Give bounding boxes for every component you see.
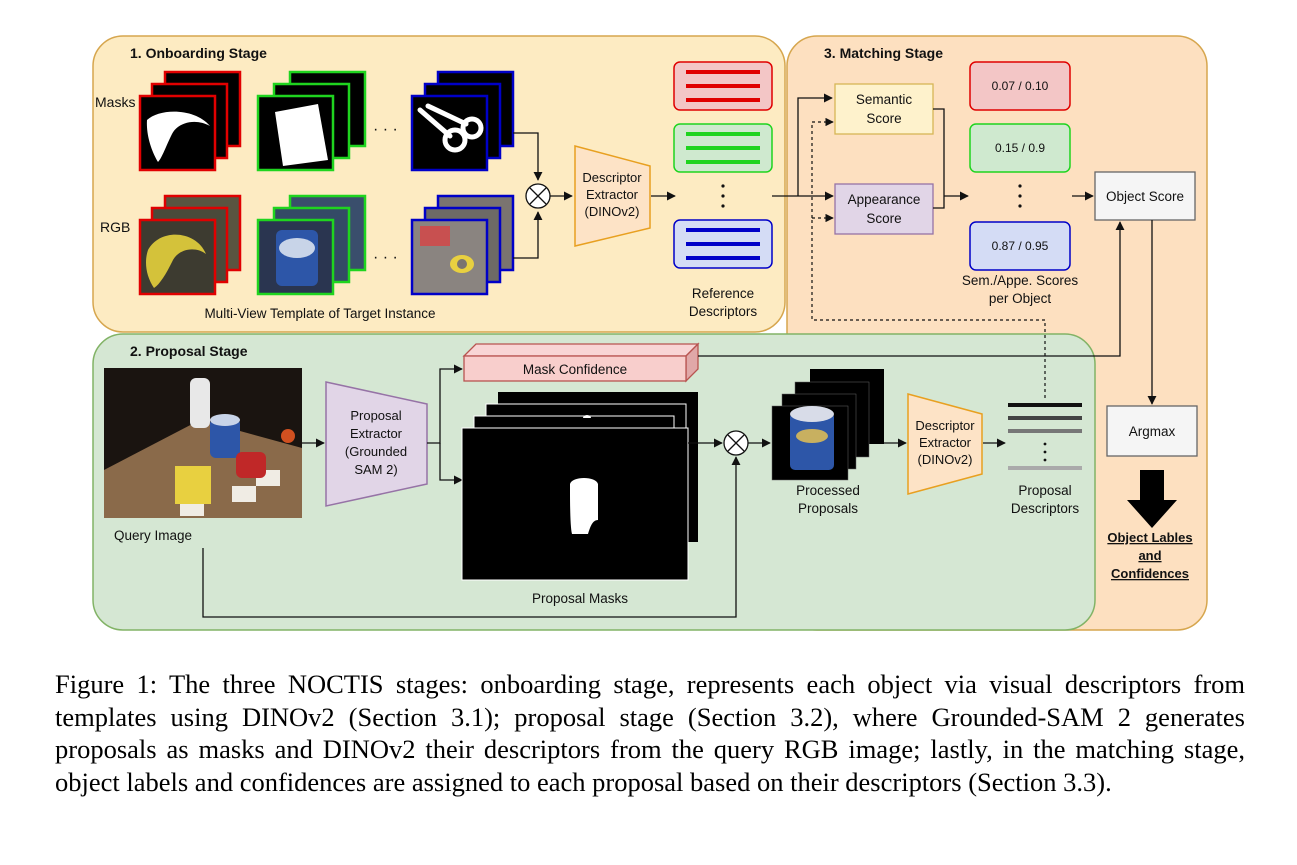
reference-descriptor-green — [673, 123, 773, 173]
proposal-extractor-desc-line-2: Extractor — [919, 435, 972, 450]
figure-caption: Figure 1: The three NOCTIS stages: onboa… — [55, 669, 1245, 797]
matching-stage-title: 3. Matching Stage — [824, 45, 943, 61]
scores-caption-line-2: per Object — [989, 291, 1052, 306]
query-bypass-arrow — [202, 456, 741, 618]
mask-confidence-text: Mask Confidence — [523, 362, 627, 377]
reference-descriptors-line-2: Descriptors — [689, 304, 758, 319]
appearance-score-box — [834, 183, 934, 235]
reference-descriptor-red — [673, 61, 773, 111]
score-box-green — [969, 123, 1071, 173]
query-image-label: Query Image — [114, 528, 192, 543]
reference-descriptors-line-1: Reference — [692, 286, 754, 301]
semantic-score-line-1: Semantic — [856, 92, 913, 107]
proposal-descriptors-bars — [1008, 403, 1082, 470]
to-semantic-arrow — [797, 93, 833, 196]
appearance-merge-line — [933, 196, 945, 209]
output-line-1: Object Lables — [1107, 530, 1192, 545]
reference-descriptor-blue — [673, 219, 773, 269]
onboarding-extractor-line-2: Extractor — [586, 187, 639, 202]
argmax-text: Argmax — [1129, 424, 1176, 439]
mask-ellipsis: · · · — [373, 121, 398, 138]
proposal-stage-title: 2. Proposal Stage — [130, 343, 248, 359]
reference-dots — [721, 184, 725, 208]
onboarding-multiply-node — [525, 183, 551, 209]
proposal-descriptors-dashed-line — [811, 218, 1046, 398]
blue-rgb-stack — [410, 194, 515, 296]
onboarding-stage-title: 1. Onboarding Stage — [130, 45, 267, 61]
onboarding-extractor-line-3: (DINOv2) — [585, 204, 640, 219]
blue-mask-stack — [410, 70, 515, 172]
score-box-red-text: 0.07 / 0.10 — [992, 79, 1049, 93]
proposal-descriptors-line-2: Descriptors — [1011, 501, 1080, 516]
output-line-3: Confidences — [1111, 566, 1189, 581]
score-box-blue-text: 0.87 / 0.95 — [992, 239, 1049, 253]
output-big-arrow — [1127, 470, 1177, 528]
proposal-masks-label: Proposal Masks — [532, 591, 628, 606]
proposal-extractor-line-1: Proposal — [350, 408, 401, 423]
proposal-masks-stack — [461, 392, 698, 581]
masks-to-multiply-arrow — [513, 132, 543, 181]
onboarding-descriptor-extractor — [574, 145, 651, 247]
appearance-score-line-2: Score — [866, 211, 901, 226]
rgb-label: RGB — [100, 219, 130, 235]
rgb-to-multiply-arrow — [513, 211, 543, 259]
rgb-ellipsis: · · · — [373, 249, 398, 266]
extractor-to-confidence-arrow — [427, 364, 463, 444]
processed-proposals-stack — [771, 369, 884, 481]
proposal-extractor-desc-line-3: (DINOv2) — [918, 452, 973, 467]
extractor-to-masks-arrow — [439, 443, 463, 485]
proposal-extractor-line-4: SAM 2) — [354, 462, 397, 477]
appearance-score-line-1: Appearance — [848, 192, 921, 207]
proposal-extractor-desc-line-1: Descriptor — [915, 418, 975, 433]
proposal-descriptor-extractor — [907, 393, 983, 495]
masks-label: Masks — [95, 94, 135, 110]
score-box-blue — [969, 221, 1071, 271]
object-score-text: Object Score — [1106, 189, 1184, 204]
proposal-descriptors-line-1: Proposal — [1018, 483, 1071, 498]
confidence-to-object-score-arrow — [698, 221, 1125, 357]
argmax-box — [1106, 405, 1198, 457]
proposal-extractor-line-3: (Grounded — [345, 444, 407, 459]
template-caption: Multi-View Template of Target Instance — [204, 306, 435, 321]
proposal-extractor — [325, 381, 428, 507]
green-mask-stack — [256, 70, 367, 172]
mask-confidence-box — [462, 342, 700, 383]
processed-proposals-line-2: Proposals — [798, 501, 858, 516]
query-image — [104, 368, 302, 518]
dashed-to-semantic-arrow — [811, 117, 834, 218]
score-box-green-text: 0.15 / 0.9 — [995, 141, 1045, 155]
red-rgb-stack — [138, 194, 242, 296]
proposal-multiply-node — [723, 430, 749, 456]
onboarding-extractor-line-1: Descriptor — [582, 170, 642, 185]
output-line-2: and — [1138, 548, 1161, 563]
score-dots — [1018, 184, 1022, 208]
semantic-merge-line — [933, 108, 945, 196]
proposal-extractor-line-2: Extractor — [350, 426, 403, 441]
processed-proposals-line-1: Processed — [796, 483, 860, 498]
score-box-red — [969, 61, 1071, 111]
semantic-score-line-2: Score — [866, 111, 901, 126]
red-mask-stack — [138, 70, 242, 172]
scores-caption-line-1: Sem./Appe. Scores — [962, 273, 1079, 288]
green-rgb-stack — [256, 194, 367, 296]
object-score-box — [1094, 171, 1196, 221]
noctis-pipeline-diagram: 1. Onboarding Stage 3. Matching Stage 2.… — [92, 35, 1208, 631]
